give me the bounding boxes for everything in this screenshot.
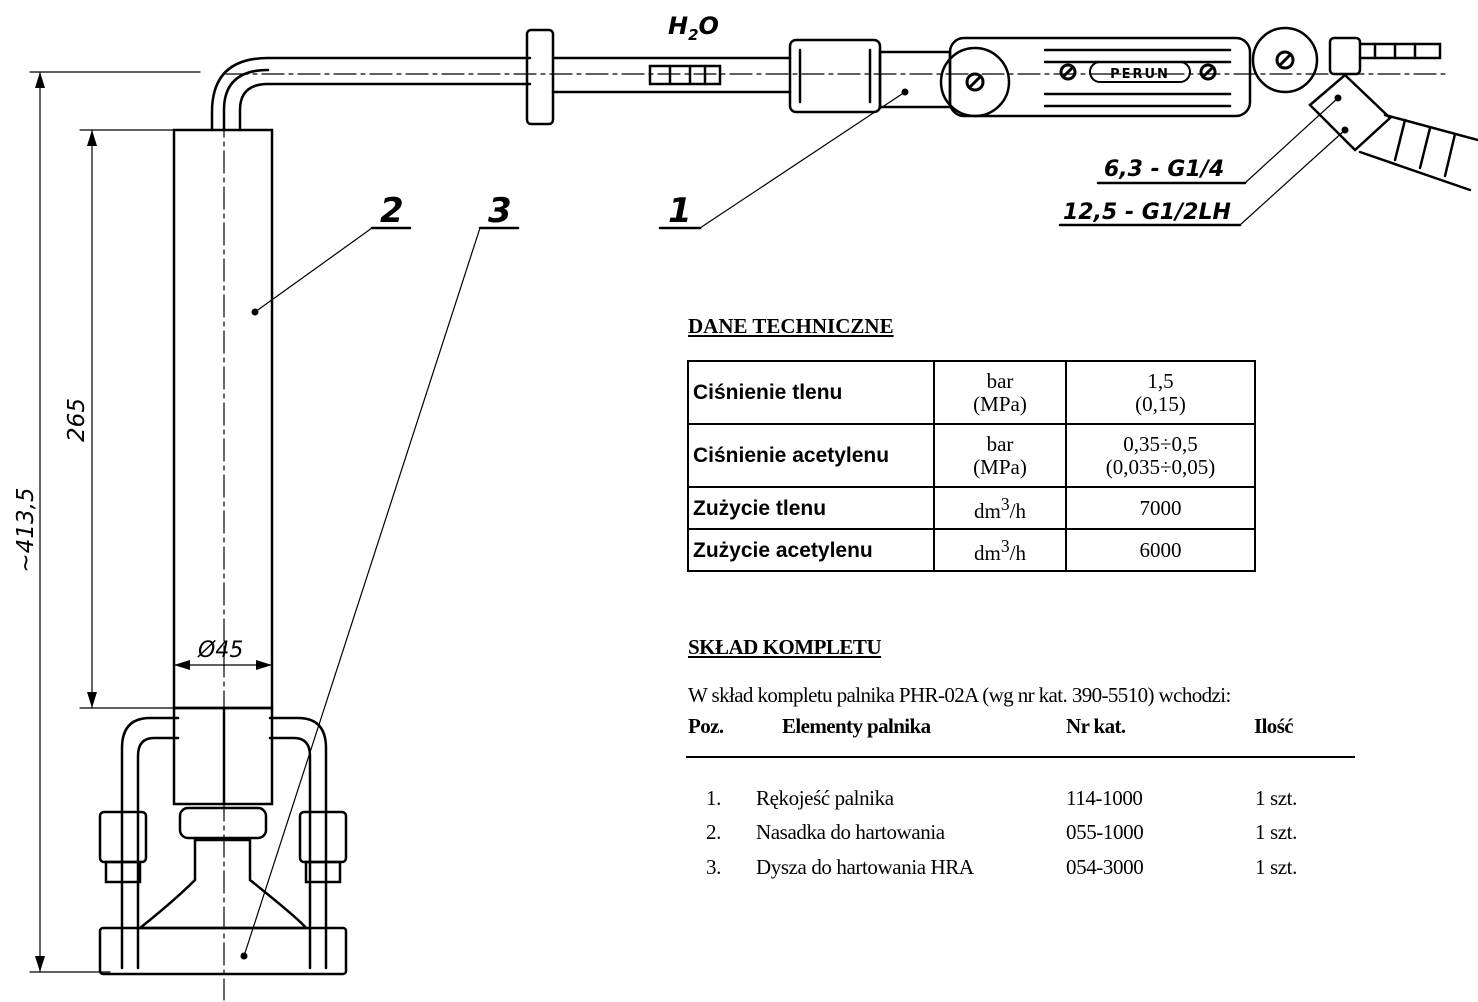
kit-row-pos: 1. [706, 786, 721, 810]
acetylene-valve-knob [1251, 26, 1319, 94]
param-name: Zużycie tlenu [687, 486, 935, 530]
position-label-3: 3 [488, 191, 512, 231]
kit-header-pos: Poz. [688, 714, 724, 738]
oxygen-valve-knob [939, 46, 1011, 118]
kit-header-element: Elementy palnika [782, 714, 931, 738]
param-name: Zużycie acetylenu [687, 528, 935, 572]
kit-row-qty: 1 szt. [1255, 855, 1297, 879]
kit-row-catalog: 114-1000 [1066, 786, 1143, 810]
param-name: Ciśnienie acetylenu [687, 423, 935, 488]
tech-data-title: DANE TECHNICZNE [688, 314, 894, 338]
table-row: Ciśnienie tlenu bar(MPa) 1,5(0,15) [687, 360, 1256, 425]
param-unit: dm3/h [933, 486, 1067, 530]
param-name: Ciśnienie tlenu [687, 360, 935, 425]
connection-label-2: 12,5 - G1/2LH [1063, 200, 1231, 225]
kit-intro: W skład kompletu palnika PHR-02A (wg nr … [688, 683, 1231, 707]
kit-title: SKŁAD KOMPLETU [688, 635, 882, 659]
main-tube [172, 128, 274, 710]
water-flange [525, 28, 555, 126]
table-row: Zużycie acetylenu dm3/h 6000 [687, 528, 1256, 572]
water-nipple [648, 64, 722, 86]
nozzle-cone [136, 838, 309, 930]
connection-label-1: 6,3 - G1/4 [1104, 157, 1224, 182]
kit-row-element: Nasadka do hartowania [756, 820, 945, 844]
table-row: Zużycie tlenu dm3/h 7000 [687, 486, 1256, 530]
param-unit: dm3/h [933, 528, 1067, 572]
param-value: 0,35÷0,5(0,035÷0,05) [1065, 423, 1256, 488]
bent-pipe-outer [210, 56, 532, 132]
param-unit: bar(MPa) [933, 423, 1067, 488]
param-value: 7000 [1065, 486, 1256, 530]
kit-header-catalog: Nr kat. [1066, 714, 1126, 738]
table-row: Ciśnienie acetylenu bar(MPa) 0,35÷0,5(0,… [687, 423, 1256, 488]
kit-row-element: Dysza do hartowania HRA [756, 855, 974, 879]
kit-row-pos: 2. [706, 820, 721, 844]
bent-pipe-inner [238, 82, 532, 132]
dimension-total: ~413,5 [13, 487, 39, 572]
handle-body [878, 50, 952, 109]
kit-row-qty: 1 szt. [1255, 786, 1297, 810]
handle-nut [788, 38, 882, 114]
position-label-1: 1 [668, 191, 692, 231]
param-unit: bar(MPa) [933, 360, 1067, 425]
param-value: 1,5(0,15) [1065, 360, 1256, 425]
kit-row-catalog: 054-3000 [1066, 855, 1144, 879]
position-label-2: 2 [380, 191, 404, 231]
kit-header-qty: Ilość [1254, 714, 1294, 738]
kit-row-catalog: 055-1000 [1066, 820, 1144, 844]
dimension-diameter: Ø45 [197, 638, 243, 663]
param-value: 6000 [1065, 528, 1256, 572]
tech-data-table: Ciśnienie tlenu bar(MPa) 1,5(0,15) Ciśni… [687, 360, 1256, 572]
water-label: H2O [668, 12, 719, 44]
kit-divider [686, 756, 1355, 758]
kit-row-qty: 1 szt. [1255, 820, 1297, 844]
dimension-tube: 265 [64, 398, 90, 442]
kit-row-pos: 3. [706, 855, 721, 879]
kit-row-element: Rękojeść palnika [756, 786, 894, 810]
brand-label: PERUN [1110, 67, 1170, 82]
base-plate [98, 926, 348, 976]
